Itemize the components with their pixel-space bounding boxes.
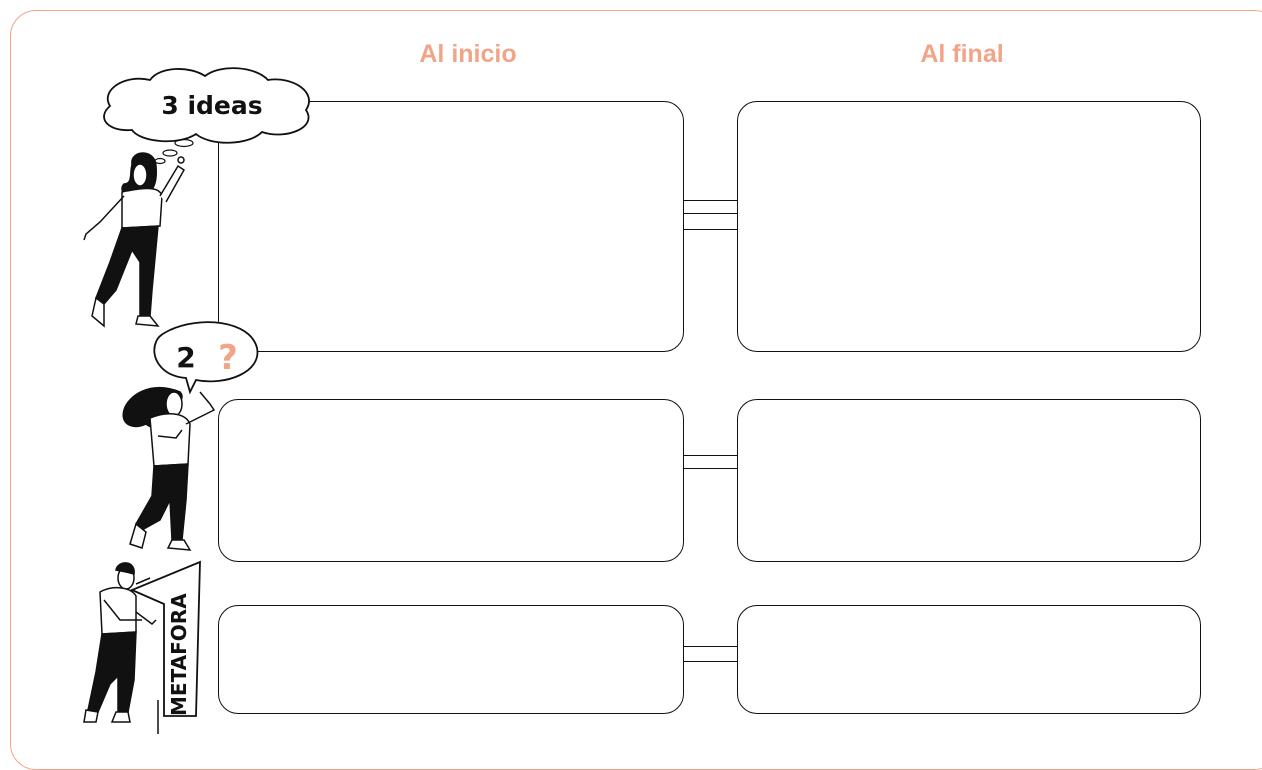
metaphor-connector [683,646,739,662]
column-title-end: Al final [920,40,1004,68]
woman-thinking-icon [83,152,185,328]
questions-connector [683,455,739,469]
metaphor-sign-icon: METAFORA [129,560,201,734]
column-title-start: Al inicio [419,40,517,68]
ideas-connector-lower [683,214,739,230]
illustrations: 3 ideas 2 ? METAFORA [83,67,310,734]
ideas-start-box[interactable] [218,101,684,352]
questions-end-box[interactable] [737,399,1201,562]
ideas-label: 3 ideas [161,91,262,120]
man-holding-sign-icon [83,562,157,723]
ideas-connector [683,200,739,214]
ideas-end-box[interactable] [737,101,1201,352]
question-mark-icon: ? [218,338,238,378]
metaphor-start-box[interactable] [218,605,684,714]
questions-number: 2 [176,341,195,374]
thought-cloud-icon: 3 ideas [103,67,310,165]
questions-start-box[interactable] [218,399,684,562]
metaphor-end-box[interactable] [737,605,1201,714]
woman-talking-icon [122,387,216,551]
metaphor-label: METAFORA [167,593,191,716]
speech-bubble-icon: 2 ? [153,321,259,395]
